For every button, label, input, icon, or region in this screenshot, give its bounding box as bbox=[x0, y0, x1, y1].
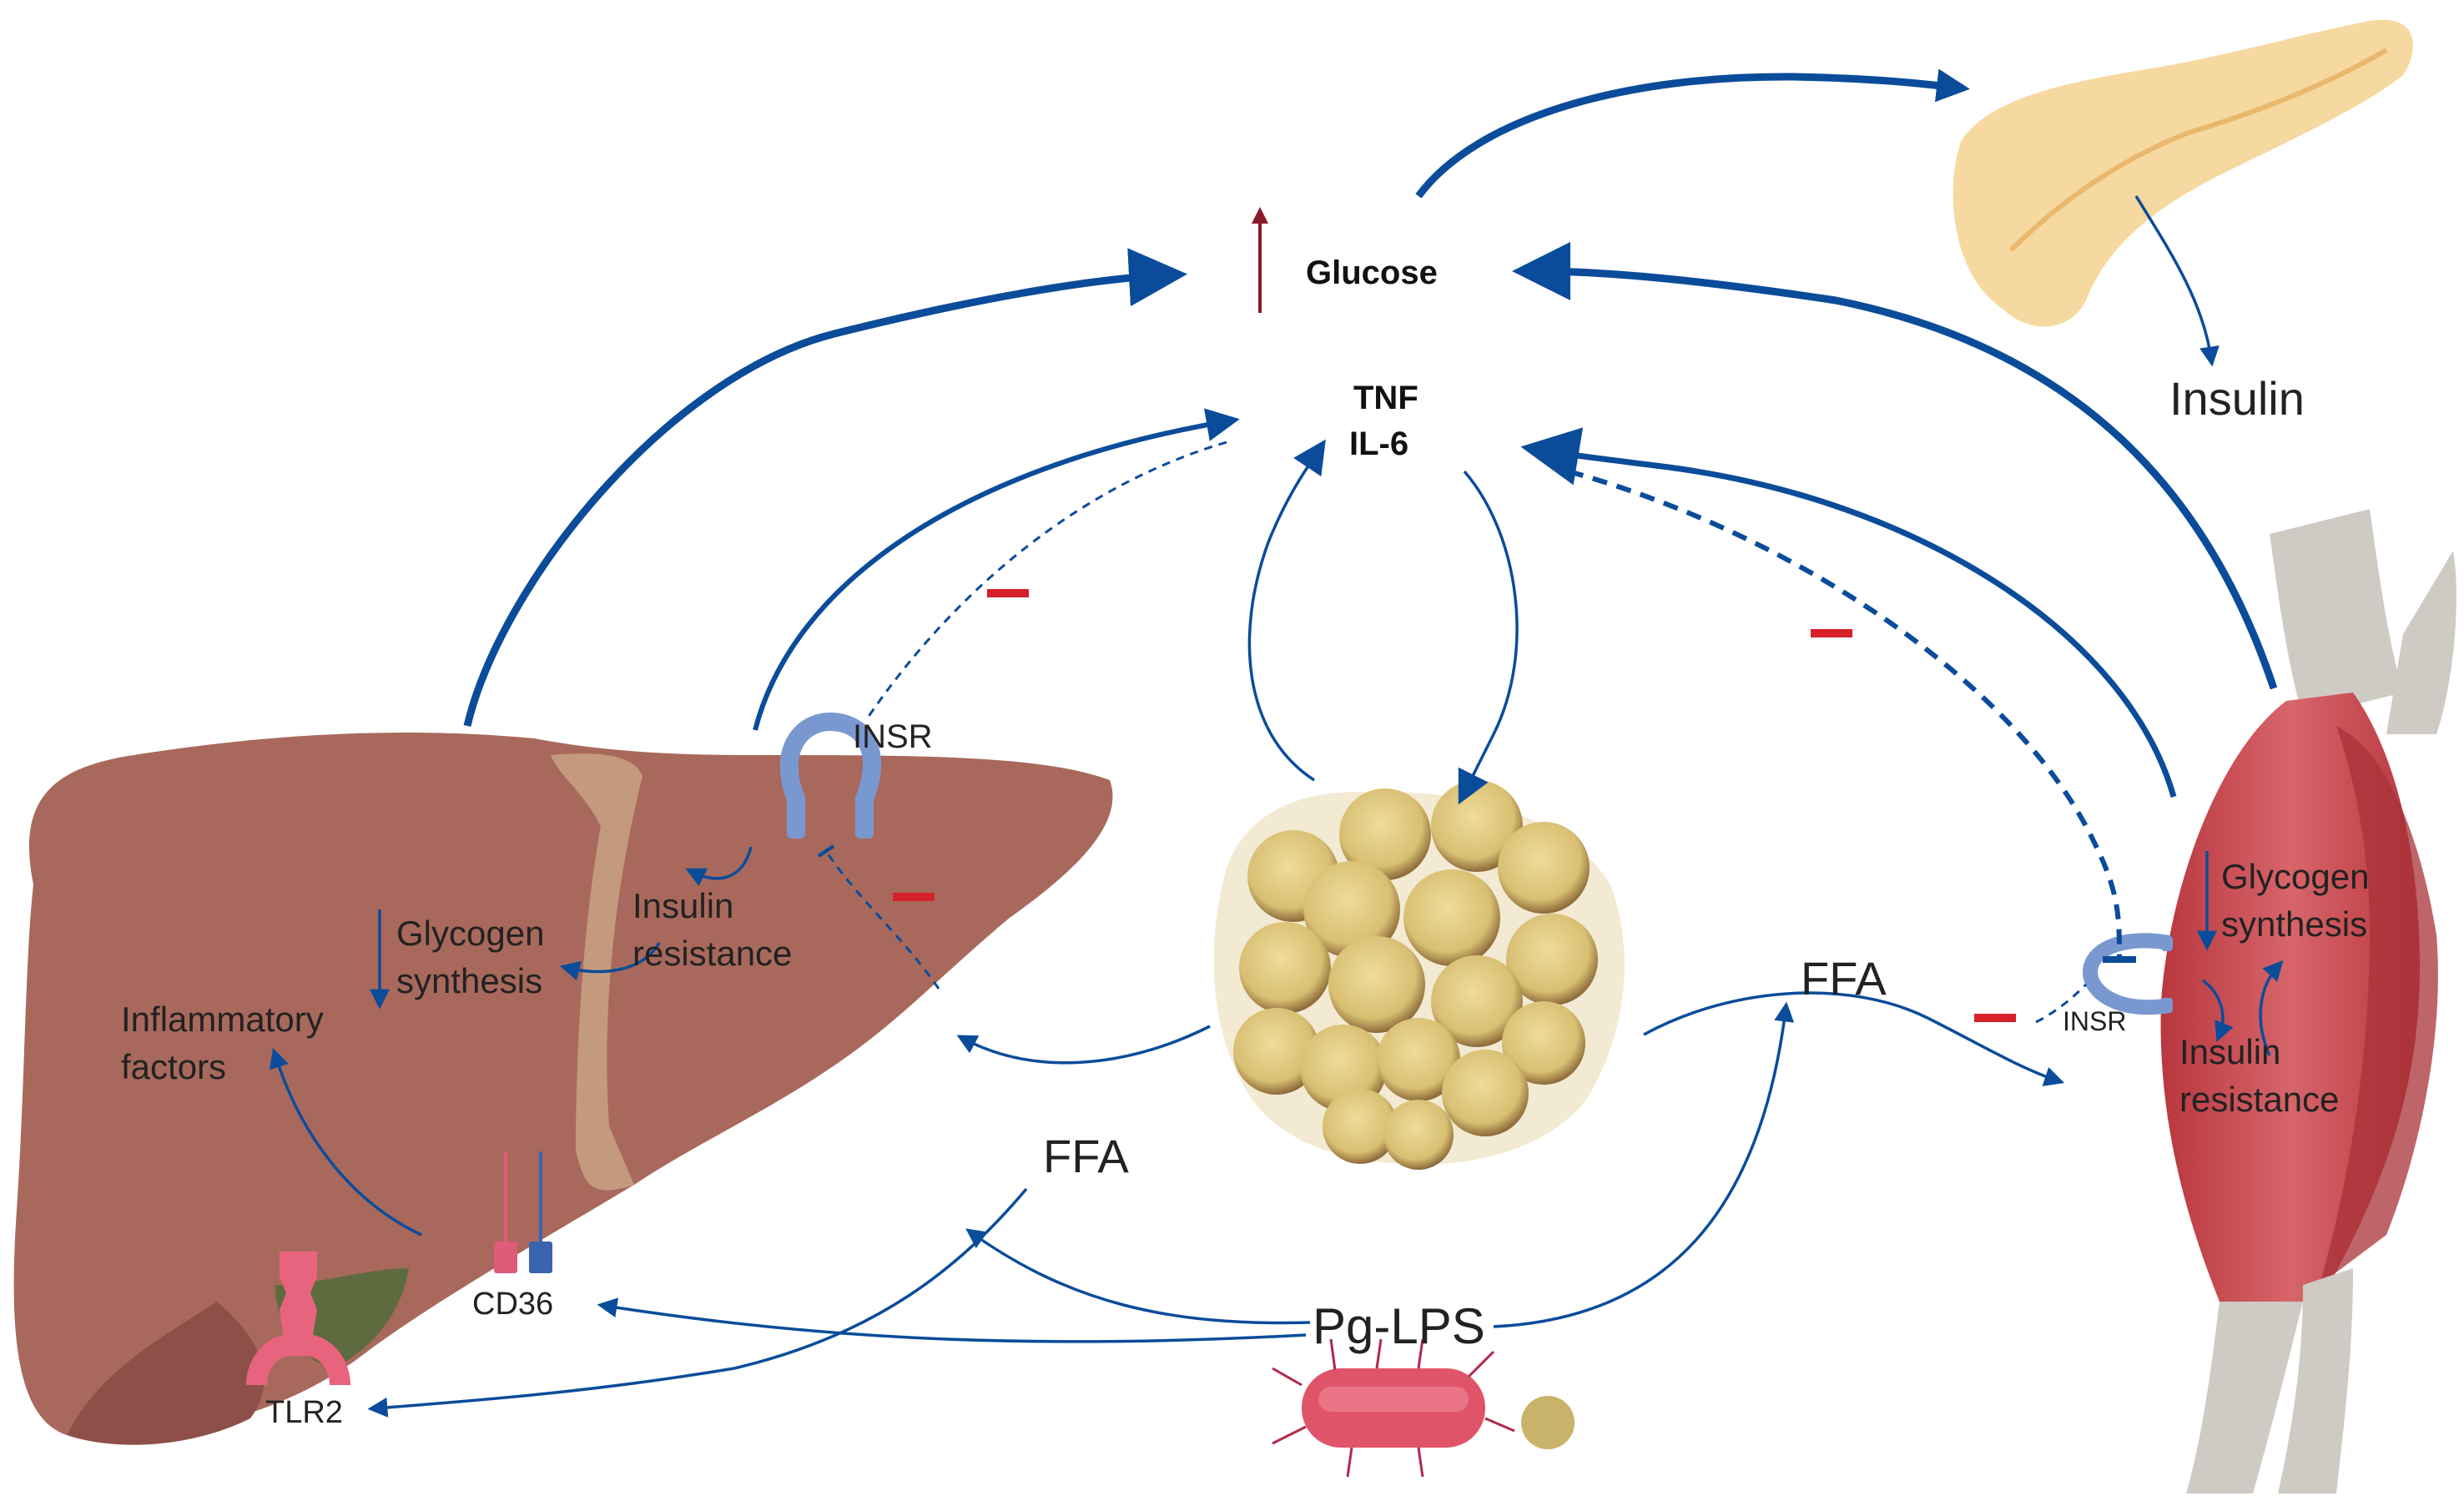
pancreas-illustration bbox=[1953, 19, 2413, 327]
inflammatory-label-1: Inflammatory bbox=[121, 1000, 324, 1039]
arrow-muscle-to-glucose bbox=[1512, 242, 2278, 690]
pg-lps-label: Pg-LPS bbox=[1313, 1298, 1485, 1354]
inhibition-cytokines-to-muscle-insr bbox=[1568, 469, 2137, 964]
glucose-label: Glucose bbox=[1306, 254, 1438, 291]
insulin-label: Insulin bbox=[2169, 372, 2305, 425]
arrow-muscle-to-cytokines bbox=[1520, 427, 2177, 798]
muscle-insulin-resistance-label-2: resistance bbox=[2179, 1080, 2339, 1119]
tlr2-receptor bbox=[246, 1252, 350, 1385]
inhibition-liver-internal bbox=[817, 844, 940, 990]
insr-receptor-muscle bbox=[2082, 933, 2173, 1015]
liver-insulin-resistance-label-2: resistance bbox=[632, 934, 792, 973]
inhibition-sign-1 bbox=[987, 589, 1029, 597]
il6-label: IL-6 bbox=[1349, 426, 1408, 462]
insr-receptor-liver bbox=[779, 712, 881, 839]
arrow-fat-to-liver bbox=[956, 1025, 1211, 1065]
cd36-label: CD36 bbox=[472, 1287, 553, 1322]
arrow-fat-to-cytokines bbox=[1247, 439, 1326, 782]
arrow-insr-to-muscle-resistance bbox=[2201, 979, 2234, 1042]
muscle-illustration bbox=[2160, 509, 2456, 1493]
arrow-glucose-to-pancreas bbox=[1415, 68, 1970, 199]
arrow-muscle-resistance-to-glycogen bbox=[2259, 960, 2284, 1056]
insr-muscle-label: INSR bbox=[2063, 1006, 2126, 1036]
ffa-left-label: FFA bbox=[1043, 1130, 1129, 1182]
inhibition-sign-2 bbox=[893, 893, 935, 901]
inhibition-muscle-insr-local bbox=[2035, 983, 2088, 1024]
arrow-ffa-to-tlr2 bbox=[367, 1187, 1028, 1418]
inhibition-cytokines-to-liver-insr bbox=[866, 441, 1227, 718]
arrow-cytokines-to-fat bbox=[1458, 470, 1519, 805]
muscle-insulin-resistance-label-1: Insulin bbox=[2179, 1032, 2280, 1071]
arrow-pancreas-to-insulin bbox=[2134, 195, 2220, 367]
glucose-up-arrow-head bbox=[1252, 207, 1268, 224]
arrow-resistance-to-glycogen bbox=[559, 942, 661, 981]
bacterium-illustration bbox=[1272, 1338, 1575, 1478]
arrow-liver-to-cytokines bbox=[753, 408, 1240, 731]
arrow-lps-to-ffa-left bbox=[965, 1228, 1311, 1325]
inhibition-sign-3 bbox=[1811, 629, 1852, 637]
adipose-tissue-illustration bbox=[1213, 780, 1625, 1170]
inflammatory-label-2: factors bbox=[121, 1047, 226, 1086]
arrow-lps-to-cd36 bbox=[597, 1297, 1307, 1343]
insr-liver-label: INSR bbox=[853, 718, 933, 755]
arrow-liver-to-glucose bbox=[463, 248, 1187, 728]
tnf-label: TNF bbox=[1353, 380, 1418, 416]
muscle-glycogen-label-1: Glycogen bbox=[2221, 857, 2369, 896]
arrow-insr-to-liver-resistance bbox=[685, 846, 753, 887]
liver-insulin-resistance-label-1: Insulin bbox=[632, 886, 733, 925]
liver-glycogen-label-1: Glycogen bbox=[396, 914, 544, 953]
muscle-glycogen-label-2: synthesis bbox=[2221, 904, 2367, 944]
arrow-ffa-to-muscle bbox=[1643, 991, 2065, 1086]
liver-glycogen-label-2: synthesis bbox=[396, 961, 542, 1000]
arrow-tlr2-to-inflammatory bbox=[269, 1047, 422, 1237]
tlr2-label: TLR2 bbox=[265, 1395, 343, 1430]
arrow-lps-to-ffa-right bbox=[1493, 1001, 1795, 1328]
ffa-right-label: FFA bbox=[1801, 952, 1887, 1005]
inhibition-sign-4 bbox=[1974, 1014, 2016, 1022]
cd36-receptor bbox=[494, 1151, 552, 1273]
